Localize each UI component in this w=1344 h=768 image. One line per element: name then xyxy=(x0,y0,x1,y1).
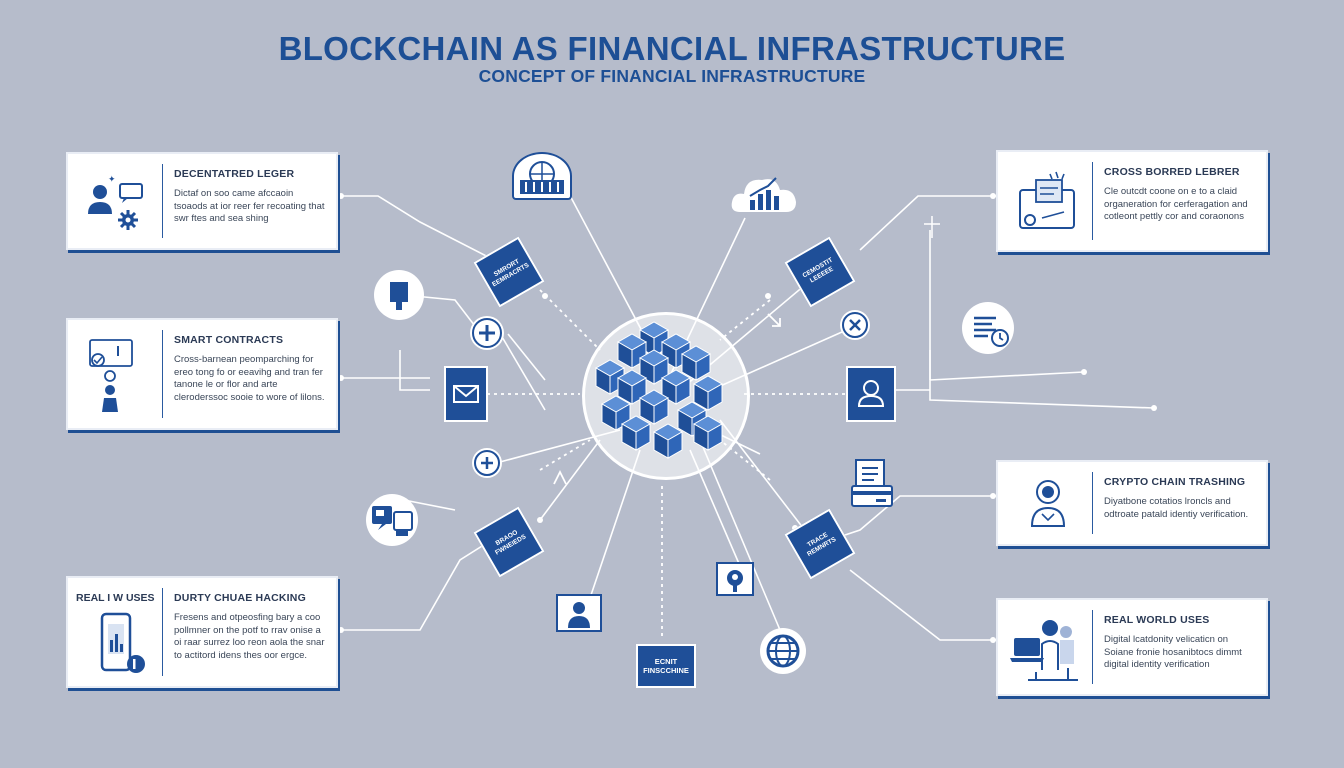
card-separator xyxy=(162,164,163,238)
bank-globe-icon xyxy=(520,161,564,194)
list-clock-icon xyxy=(974,316,1009,347)
card-real-world-uses-right: REAL WORLD USES Digital lcatdonity velic… xyxy=(996,598,1268,696)
node-label: CEMOSTIT LEEEEE xyxy=(801,256,835,285)
page-title: BLOCKCHAIN AS FINANCIAL INFRASTRUCTURE xyxy=(278,30,1066,67)
node-label: BRAOO FWNEIEDS xyxy=(494,529,528,557)
mail-icon xyxy=(453,385,479,403)
card-separator xyxy=(162,588,163,676)
card-decentralized-ledger: ✦ DECENTATRED LEGER Dictaf on soo came a… xyxy=(66,152,338,250)
arrow-icon xyxy=(767,313,781,327)
node-person-screen[interactable] xyxy=(556,594,602,632)
card-body: Diyatbone cotatios lroncls and odtroate … xyxy=(1104,496,1249,520)
card-title: CROSS BORRED LEBRER xyxy=(1104,166,1240,178)
card-body: Fresens and otpeosfing bary a coo pollmn… xyxy=(174,612,325,661)
page-subtitle: CONCEPT OF FINANCIAL INFRASTRUCTURE xyxy=(478,66,866,86)
card-separator xyxy=(1092,472,1093,534)
card-document-icon[interactable] xyxy=(848,458,898,510)
node-lock[interactable] xyxy=(716,562,754,596)
node-close[interactable] xyxy=(840,310,870,340)
node-plus-top[interactable] xyxy=(470,316,504,350)
node-mail[interactable] xyxy=(444,366,488,422)
card-real-world-uses-left: REAL I W USES DURTY CHUAE HACKING Fresen… xyxy=(66,576,338,688)
card-crypto-chain-tracking: CRYPTO CHAIN TRASHING Diyatbone cotatios… xyxy=(996,460,1268,546)
card-title: SMART CONTRACTS xyxy=(174,334,284,346)
lock-icon xyxy=(727,570,743,592)
card-title: REAL WORLD USES xyxy=(1104,614,1210,626)
node-phone[interactable] xyxy=(374,270,424,320)
card-title: DECENTATRED LEGER xyxy=(174,168,295,180)
node-rect-bottom[interactable]: ECNIT FINSCCHINE xyxy=(636,644,696,688)
arrow-icon xyxy=(553,469,567,485)
plus-icon xyxy=(474,450,500,476)
chat-devices-icon xyxy=(372,506,413,536)
arrow-icon xyxy=(924,216,940,238)
node-user[interactable] xyxy=(846,366,896,422)
node-label: SMRORT EEMRACRTS xyxy=(491,258,531,289)
cloud-chart-icon[interactable] xyxy=(728,168,800,218)
node-list-clock[interactable] xyxy=(962,302,1014,354)
card-body: Cle outcdt coone on e to a claid organer… xyxy=(1104,186,1248,222)
plus-icon xyxy=(472,318,502,348)
card-smart-contracts: SMART CONTRACTS Cross-barnean peomparchi… xyxy=(66,318,338,430)
node-plus-bottom[interactable] xyxy=(472,448,502,478)
person-screen-icon xyxy=(568,602,590,628)
people-laptop-icon xyxy=(998,600,1092,694)
blockchain-cubes-icon xyxy=(595,321,723,459)
card-body: Dictaf on soo came afccaoin tsoaods at i… xyxy=(174,188,325,224)
node-label: TRACE REMNRTS xyxy=(806,531,838,559)
close-icon xyxy=(842,312,868,338)
card-separator xyxy=(162,330,163,418)
node-chat-devices[interactable] xyxy=(366,494,418,546)
mobile-chart-icon xyxy=(68,578,162,686)
node-label: ECNIT FINSCCHINE xyxy=(643,657,689,675)
card-body: Digital lcatdonity velicaticn on Soiane … xyxy=(1104,634,1242,670)
document-certificate-icon xyxy=(998,152,1092,250)
card-cross-border-ledger: CROSS BORRED LEBRER Cle outcdt coone on … xyxy=(996,150,1268,252)
card-body: Cross-barnean peomparching for ereo tong… xyxy=(174,354,325,403)
node-bank-globe[interactable] xyxy=(512,152,572,200)
card-title: DURTY CHUAE HACKING xyxy=(174,592,306,604)
user-icon xyxy=(857,380,885,407)
card-title: CRYPTO CHAIN TRASHING xyxy=(1104,476,1246,488)
contract-user-icon xyxy=(68,320,162,428)
user-verify-icon xyxy=(998,462,1092,544)
svg-text:✦: ✦ xyxy=(108,174,116,184)
card-separator xyxy=(1092,610,1093,684)
globe-icon xyxy=(766,634,800,668)
node-globe[interactable] xyxy=(760,628,806,674)
card-prefix: REAL I W USES xyxy=(76,592,155,604)
card-separator xyxy=(1092,162,1093,240)
phone-receiver-icon xyxy=(390,282,408,310)
user-gear-icon: ✦ xyxy=(68,154,162,248)
